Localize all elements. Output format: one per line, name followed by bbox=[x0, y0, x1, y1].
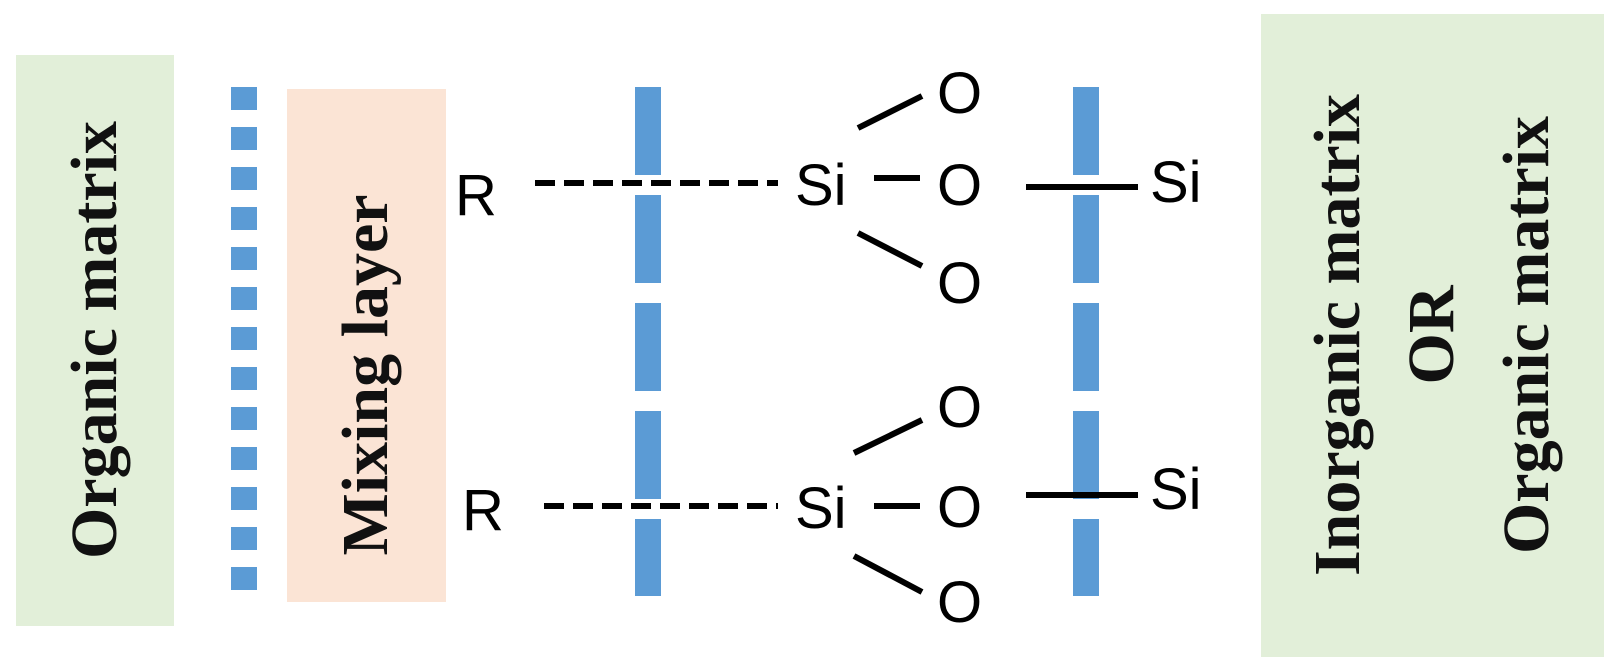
o-atom-bottom-upper: O bbox=[937, 375, 982, 440]
si-o-bond-bottom-upper bbox=[852, 417, 924, 456]
o-atom-bottom-middle: O bbox=[937, 475, 982, 540]
si-atom-top: Si bbox=[795, 153, 847, 218]
o-atom-bottom-lower: O bbox=[937, 570, 982, 635]
si-o-bond-top-lower bbox=[856, 230, 924, 269]
o-atom-top-upper: O bbox=[937, 61, 982, 126]
bonds-bottom bbox=[544, 417, 1138, 595]
o-atom-top-lower: O bbox=[937, 251, 982, 316]
r-atom-bottom: R bbox=[462, 478, 504, 543]
inorganic-or-organic-matrix-panel bbox=[1261, 14, 1604, 657]
o-atom-top-middle: O bbox=[937, 153, 982, 218]
si-atom-right-bottom: Si bbox=[1150, 457, 1202, 522]
r-atom-top: R bbox=[455, 163, 497, 228]
si-atom-right-top: Si bbox=[1150, 150, 1202, 215]
organic-matrix-panel bbox=[16, 55, 174, 626]
si-o-bond-bottom-lower bbox=[852, 553, 924, 595]
si-atom-bottom: Si bbox=[795, 476, 847, 541]
si-o-bond-top-upper bbox=[856, 93, 924, 131]
bonds-top bbox=[535, 93, 1138, 269]
mixing-layer-panel bbox=[287, 89, 446, 602]
